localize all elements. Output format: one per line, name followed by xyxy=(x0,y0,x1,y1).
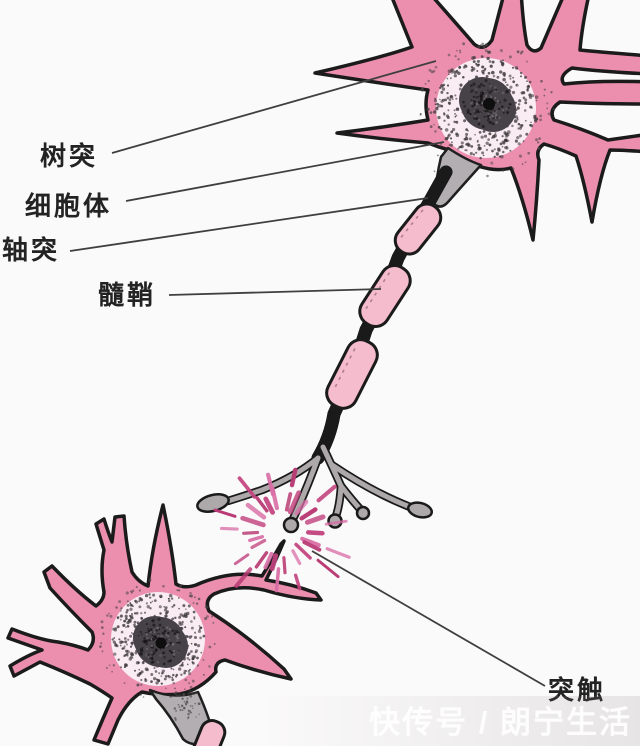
terminal-bouton xyxy=(282,516,300,534)
top-nucleolus xyxy=(483,98,495,110)
leader-lines xyxy=(69,60,546,687)
leader-line-cell-body xyxy=(125,141,445,202)
bottom-nucleolus xyxy=(155,637,167,649)
label-axon: 轴突 xyxy=(2,235,60,265)
axon-group xyxy=(196,165,453,534)
bottom-soma-stipple xyxy=(99,578,216,699)
bottom-nucleus-texture xyxy=(138,617,181,666)
label-cell-body: 细胞体 xyxy=(25,191,112,221)
labels: 树突 细胞体 轴突 髓鞘 突触 xyxy=(2,141,603,705)
myelin-segment-3 xyxy=(325,338,379,410)
leader-line-myelin xyxy=(168,288,382,296)
myelin-segment-2 xyxy=(358,264,412,328)
terminal-bouton xyxy=(355,505,371,521)
terminal-bouton xyxy=(406,501,434,519)
synapse-starburst xyxy=(213,467,351,593)
leader-line-axon xyxy=(69,197,429,252)
label-dendrite: 树突 xyxy=(40,141,98,171)
watermark: 快传号 / 朗宁生活 xyxy=(369,705,632,740)
label-myelin: 髓鞘 xyxy=(98,280,156,310)
leader-line-synapse xyxy=(311,550,546,687)
watermark-band xyxy=(0,696,640,746)
top-neuron xyxy=(313,0,640,242)
myelin-segment-1 xyxy=(393,202,443,256)
leader-line-dendrite xyxy=(111,60,437,154)
terminal-bouton xyxy=(196,493,230,513)
